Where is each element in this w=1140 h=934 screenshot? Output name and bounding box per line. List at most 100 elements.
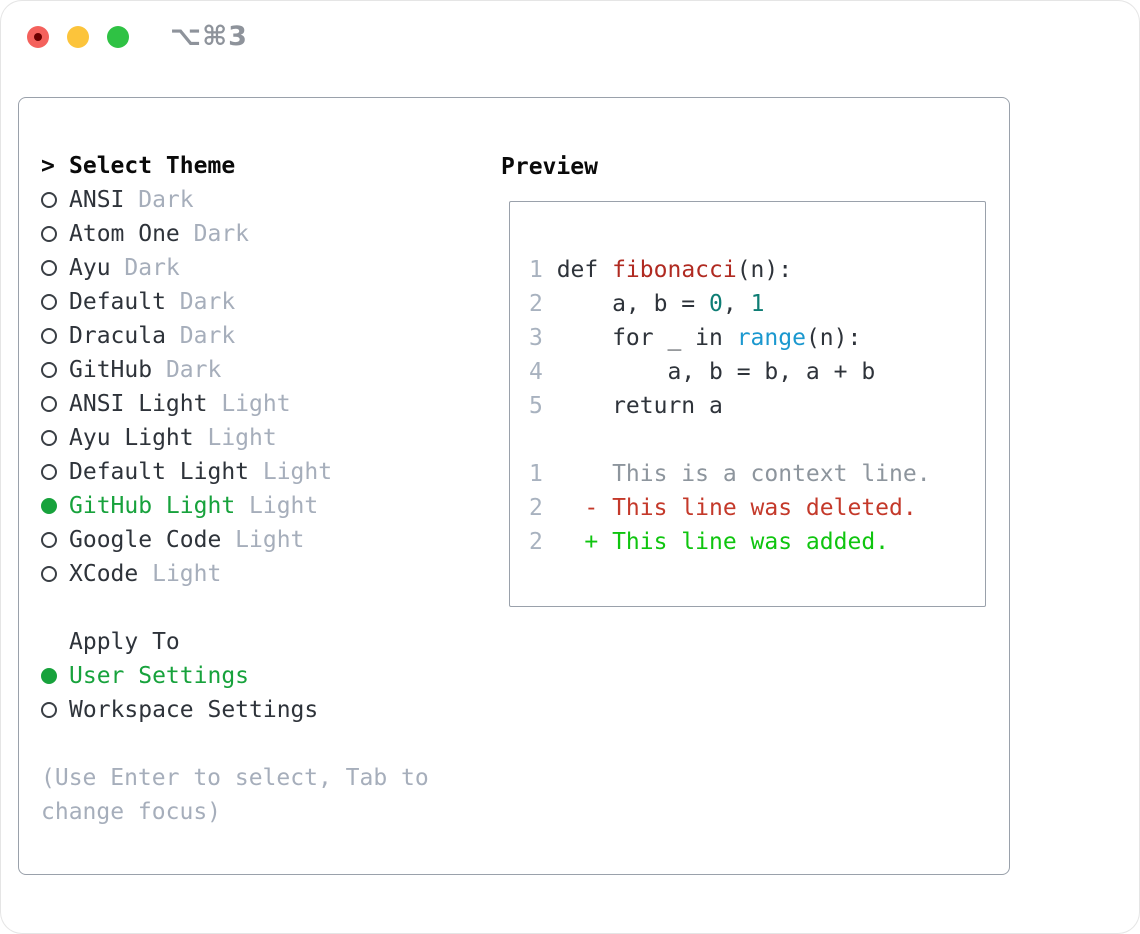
radio-icon [41, 702, 57, 718]
hint-line: change focus) [41, 799, 222, 825]
theme-name: ANSI Light [69, 391, 208, 417]
radio-gutter [41, 464, 69, 480]
theme-variant: Dark [165, 357, 222, 383]
apply-option-label: User Settings [69, 663, 250, 689]
theme-variant: Dark [193, 221, 250, 247]
theme-option[interactable]: Default Dark [41, 285, 429, 319]
code-segment: + This line was added. [556, 529, 890, 555]
apply-option[interactable]: Workspace Settings [41, 693, 429, 727]
window-titlebar: ⌥⌘3 [27, 23, 248, 50]
traffic-light-zoom-icon[interactable] [107, 26, 129, 48]
line-number: 1 [529, 257, 543, 283]
theme-name: Dracula [69, 323, 166, 349]
radio-icon [41, 362, 57, 378]
theme-variant: Dark [124, 255, 180, 281]
theme-option[interactable]: GitHub Light Light [41, 489, 429, 523]
code-line: 2 - This line was deleted. [529, 491, 931, 525]
radio-icon [41, 328, 57, 344]
hint-line: (Use Enter to select, Tab to [41, 765, 429, 791]
code-segment: This is a context line. [556, 461, 931, 487]
line-number: 2 [529, 495, 543, 521]
traffic-light-minimize-icon[interactable] [67, 26, 89, 48]
apply-option-list: User Settings Workspace Settings [41, 659, 429, 727]
theme-variant: Light [249, 493, 319, 519]
code-line: 5 return a [529, 389, 931, 423]
theme-option[interactable]: Ayu Dark [41, 251, 429, 285]
hint-text: (Use Enter to select, Tab to change focu… [41, 761, 429, 829]
code-segment: a, b = b, a + b [556, 359, 876, 385]
theme-section-header: > Select Theme [41, 149, 429, 183]
line-number: 2 [529, 529, 543, 555]
theme-option[interactable]: Atom One Dark [41, 217, 429, 251]
theme-variant: Light [235, 527, 305, 553]
radio-icon [41, 294, 57, 310]
theme-name: Default [69, 289, 166, 315]
theme-name: Google Code [69, 527, 222, 553]
code-line: 2 a, b = 0, 1 [529, 287, 931, 321]
radio-icon [41, 668, 57, 684]
theme-variant: Dark [179, 289, 236, 315]
radio-gutter [41, 702, 69, 718]
radio-icon [41, 226, 57, 242]
code-line [529, 423, 931, 457]
radio-gutter [41, 226, 69, 242]
theme-name: ANSI [69, 187, 125, 213]
radio-gutter [41, 192, 69, 208]
code-segment: 0 [709, 291, 723, 317]
theme-option[interactable]: Default Light Light [41, 455, 429, 489]
line-number: 2 [529, 291, 543, 317]
radio-icon [41, 192, 57, 208]
radio-gutter [41, 430, 69, 446]
prompt-gutter: > [41, 153, 69, 179]
code-segment: a, b = [556, 291, 710, 317]
code-line: 3 for _ in range(n): [529, 321, 931, 355]
code-segment: for _ in [556, 325, 737, 351]
theme-option[interactable]: Ayu Light Light [41, 421, 429, 455]
theme-option[interactable]: GitHub Dark [41, 353, 429, 387]
radio-gutter [41, 498, 69, 514]
radio-gutter [41, 532, 69, 548]
apply-to-header: Apply To [41, 625, 429, 659]
radio-icon [41, 430, 57, 446]
prompt-icon: > [41, 153, 55, 179]
theme-option[interactable]: Google Code Light [41, 523, 429, 557]
theme-column: > Select Theme ANSI Dark Atom One Dark A… [41, 149, 429, 829]
theme-variant: Light [207, 425, 277, 451]
code-segment: fibonacci [612, 257, 737, 283]
theme-option[interactable]: ANSI Light Light [41, 387, 429, 421]
line-number: 1 [529, 461, 543, 487]
code-line: 1 This is a context line. [529, 457, 931, 491]
traffic-light-close-icon[interactable] [27, 26, 49, 48]
radio-gutter [41, 668, 69, 684]
code-segment: , [722, 291, 751, 317]
code-block: 1 def fibonacci(n): 2 a, b = 0, 1 3 for … [529, 253, 931, 559]
theme-option[interactable]: XCode Light [41, 557, 429, 591]
code-line: 2 + This line was added. [529, 525, 931, 559]
code-segment: - This line was deleted. [556, 495, 917, 521]
radio-icon [41, 566, 57, 582]
code-line: 1 def fibonacci(n): [529, 253, 931, 287]
line-number: 5 [529, 393, 543, 419]
theme-variant: Dark [138, 187, 194, 213]
theme-name: GitHub [69, 357, 153, 383]
theme-name: XCode [69, 561, 139, 587]
theme-variant: Light [221, 391, 291, 417]
code-segment: 1 [750, 291, 765, 317]
theme-option[interactable]: ANSI Dark [41, 183, 429, 217]
radio-gutter [41, 260, 69, 276]
theme-variant: Light [262, 459, 333, 485]
code-segment: return a [556, 393, 723, 419]
theme-settings-panel: > Select Theme ANSI Dark Atom One Dark A… [18, 97, 1010, 875]
radio-gutter [41, 566, 69, 582]
line-number: 4 [529, 359, 543, 385]
apply-option[interactable]: User Settings [41, 659, 429, 693]
radio-icon [41, 396, 57, 412]
theme-option[interactable]: Dracula Dark [41, 319, 429, 353]
apply-option-label: Workspace Settings [69, 697, 319, 723]
radio-icon [41, 260, 57, 276]
theme-name: GitHub Light [69, 493, 236, 519]
radio-gutter [41, 362, 69, 378]
apply-to-section: Apply To User Settings Workspace Setting… [41, 625, 429, 727]
code-segment: def [556, 257, 613, 283]
code-segment: (n): [805, 325, 862, 351]
